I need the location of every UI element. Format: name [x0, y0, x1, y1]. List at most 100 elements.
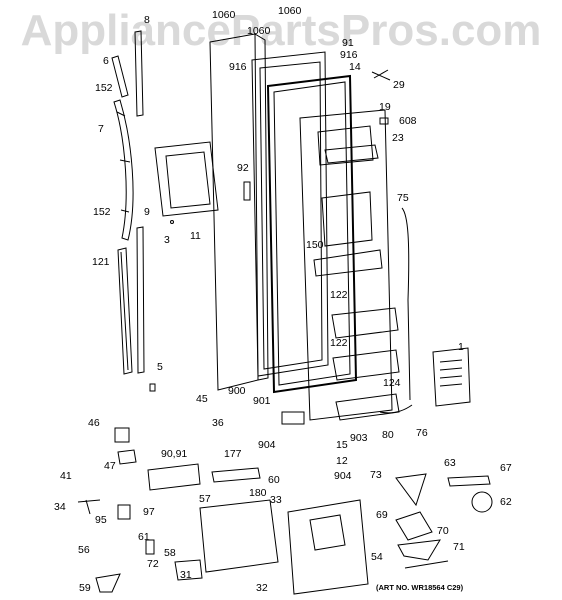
label-69: 69: [376, 509, 388, 521]
outer-door-1060: [209, 33, 269, 391]
label-29: 29: [393, 79, 405, 91]
label-9: 9: [144, 206, 150, 218]
label-1060b: 1060: [278, 5, 302, 17]
part-72: [145, 539, 155, 555]
trim-strip-9: [136, 226, 145, 374]
label-63: 63: [444, 457, 456, 469]
label-12: 12: [336, 455, 348, 467]
label-36: 36: [212, 417, 224, 429]
label-54: 54: [371, 551, 383, 563]
label-1060c: 1060: [247, 25, 271, 37]
label-90-91: 90,91: [161, 448, 188, 460]
label-904b: 904: [334, 470, 352, 482]
label-152b: 152: [93, 206, 111, 218]
label-80: 80: [382, 429, 394, 441]
label-95: 95: [95, 514, 107, 526]
label-59: 59: [79, 582, 91, 594]
dispenser-housing: [199, 499, 279, 573]
label-73: 73: [370, 469, 382, 481]
label-card-1: [432, 347, 471, 407]
label-11: 11: [190, 230, 201, 242]
watermark: AppliancePartsPros.com: [20, 6, 542, 55]
label-71: 71: [453, 541, 465, 553]
label-1060a: 1060: [212, 9, 236, 21]
label-916a: 916: [229, 61, 247, 73]
label-45: 45: [196, 393, 208, 405]
label-70: 70: [437, 525, 449, 537]
trim-strip-6: [111, 55, 129, 98]
art-number: (ART NO. WR18564 C29): [376, 583, 464, 592]
label-23: 23: [392, 132, 404, 144]
water-tube-76: [379, 404, 413, 414]
dispenser-panel: [147, 463, 201, 491]
label-31: 31: [180, 569, 192, 581]
label-122b: 122: [330, 337, 348, 349]
label-56: 56: [78, 544, 90, 556]
label-6: 6: [103, 55, 109, 67]
part-901: [281, 411, 305, 425]
label-67: 67: [500, 462, 512, 474]
part-47: [117, 449, 137, 465]
label-97: 97: [143, 506, 155, 518]
label-33: 33: [270, 494, 282, 506]
label-61: 61: [138, 531, 150, 543]
part-31: [174, 559, 203, 581]
door-bin-124: [335, 393, 400, 421]
part-71: [404, 560, 449, 569]
label-8: 8: [144, 14, 150, 26]
water-tube-75: [401, 207, 411, 401]
label-57: 57: [199, 493, 211, 505]
label-15: 15: [336, 439, 348, 451]
label-904a: 904: [258, 439, 276, 451]
trim-strip-8: [134, 30, 144, 117]
label-916b: 916: [340, 49, 358, 61]
label-121: 121: [92, 256, 110, 268]
label-150: 150: [306, 239, 324, 251]
label-60: 60: [268, 474, 280, 486]
part-73: [395, 473, 427, 507]
label-58: 58: [164, 547, 176, 559]
label-122a: 122: [330, 289, 348, 301]
recess-frame-11: [154, 141, 219, 217]
label-1: 1: [458, 341, 464, 353]
label-47: 47: [104, 460, 116, 472]
part-70: [397, 539, 441, 561]
label-76: 76: [416, 427, 428, 439]
ice-chute-opening: [309, 514, 346, 551]
label-900: 900: [228, 385, 246, 397]
door-panel-916: [251, 51, 329, 377]
label-41: 41: [60, 470, 72, 482]
door-bin-122-upper: [331, 307, 399, 339]
label-901: 901: [253, 395, 271, 407]
part-46: [114, 427, 130, 443]
label-903: 903: [350, 432, 368, 444]
label-152a: 152: [95, 82, 113, 94]
label-91: 91: [342, 37, 354, 49]
label-180: 180: [249, 487, 267, 499]
part-60: [211, 467, 261, 483]
door-liner: [299, 109, 393, 421]
door-shelf-23: [324, 144, 379, 164]
part-34: [77, 499, 101, 515]
part-62: [471, 491, 493, 513]
label-124: 124: [383, 377, 401, 389]
label-92: 92: [237, 162, 249, 174]
part-95: [117, 504, 131, 520]
label-46: 46: [88, 417, 100, 429]
door-bin-122-lower: [332, 349, 400, 381]
label-14: 14: [349, 61, 361, 73]
label-19: 19: [379, 101, 391, 113]
ice-chute-door-54: [287, 499, 369, 595]
gasket-14: [266, 74, 358, 394]
part-29: [371, 69, 391, 81]
label-177: 177: [224, 448, 242, 460]
door-handle-7: [113, 99, 134, 241]
trim-strip-121: [117, 247, 133, 375]
label-5: 5: [157, 361, 163, 373]
label-62: 62: [500, 496, 512, 508]
label-608: 608: [399, 115, 417, 127]
label-75: 75: [397, 192, 409, 204]
label-7: 7: [98, 123, 104, 135]
part-67: [447, 475, 491, 487]
